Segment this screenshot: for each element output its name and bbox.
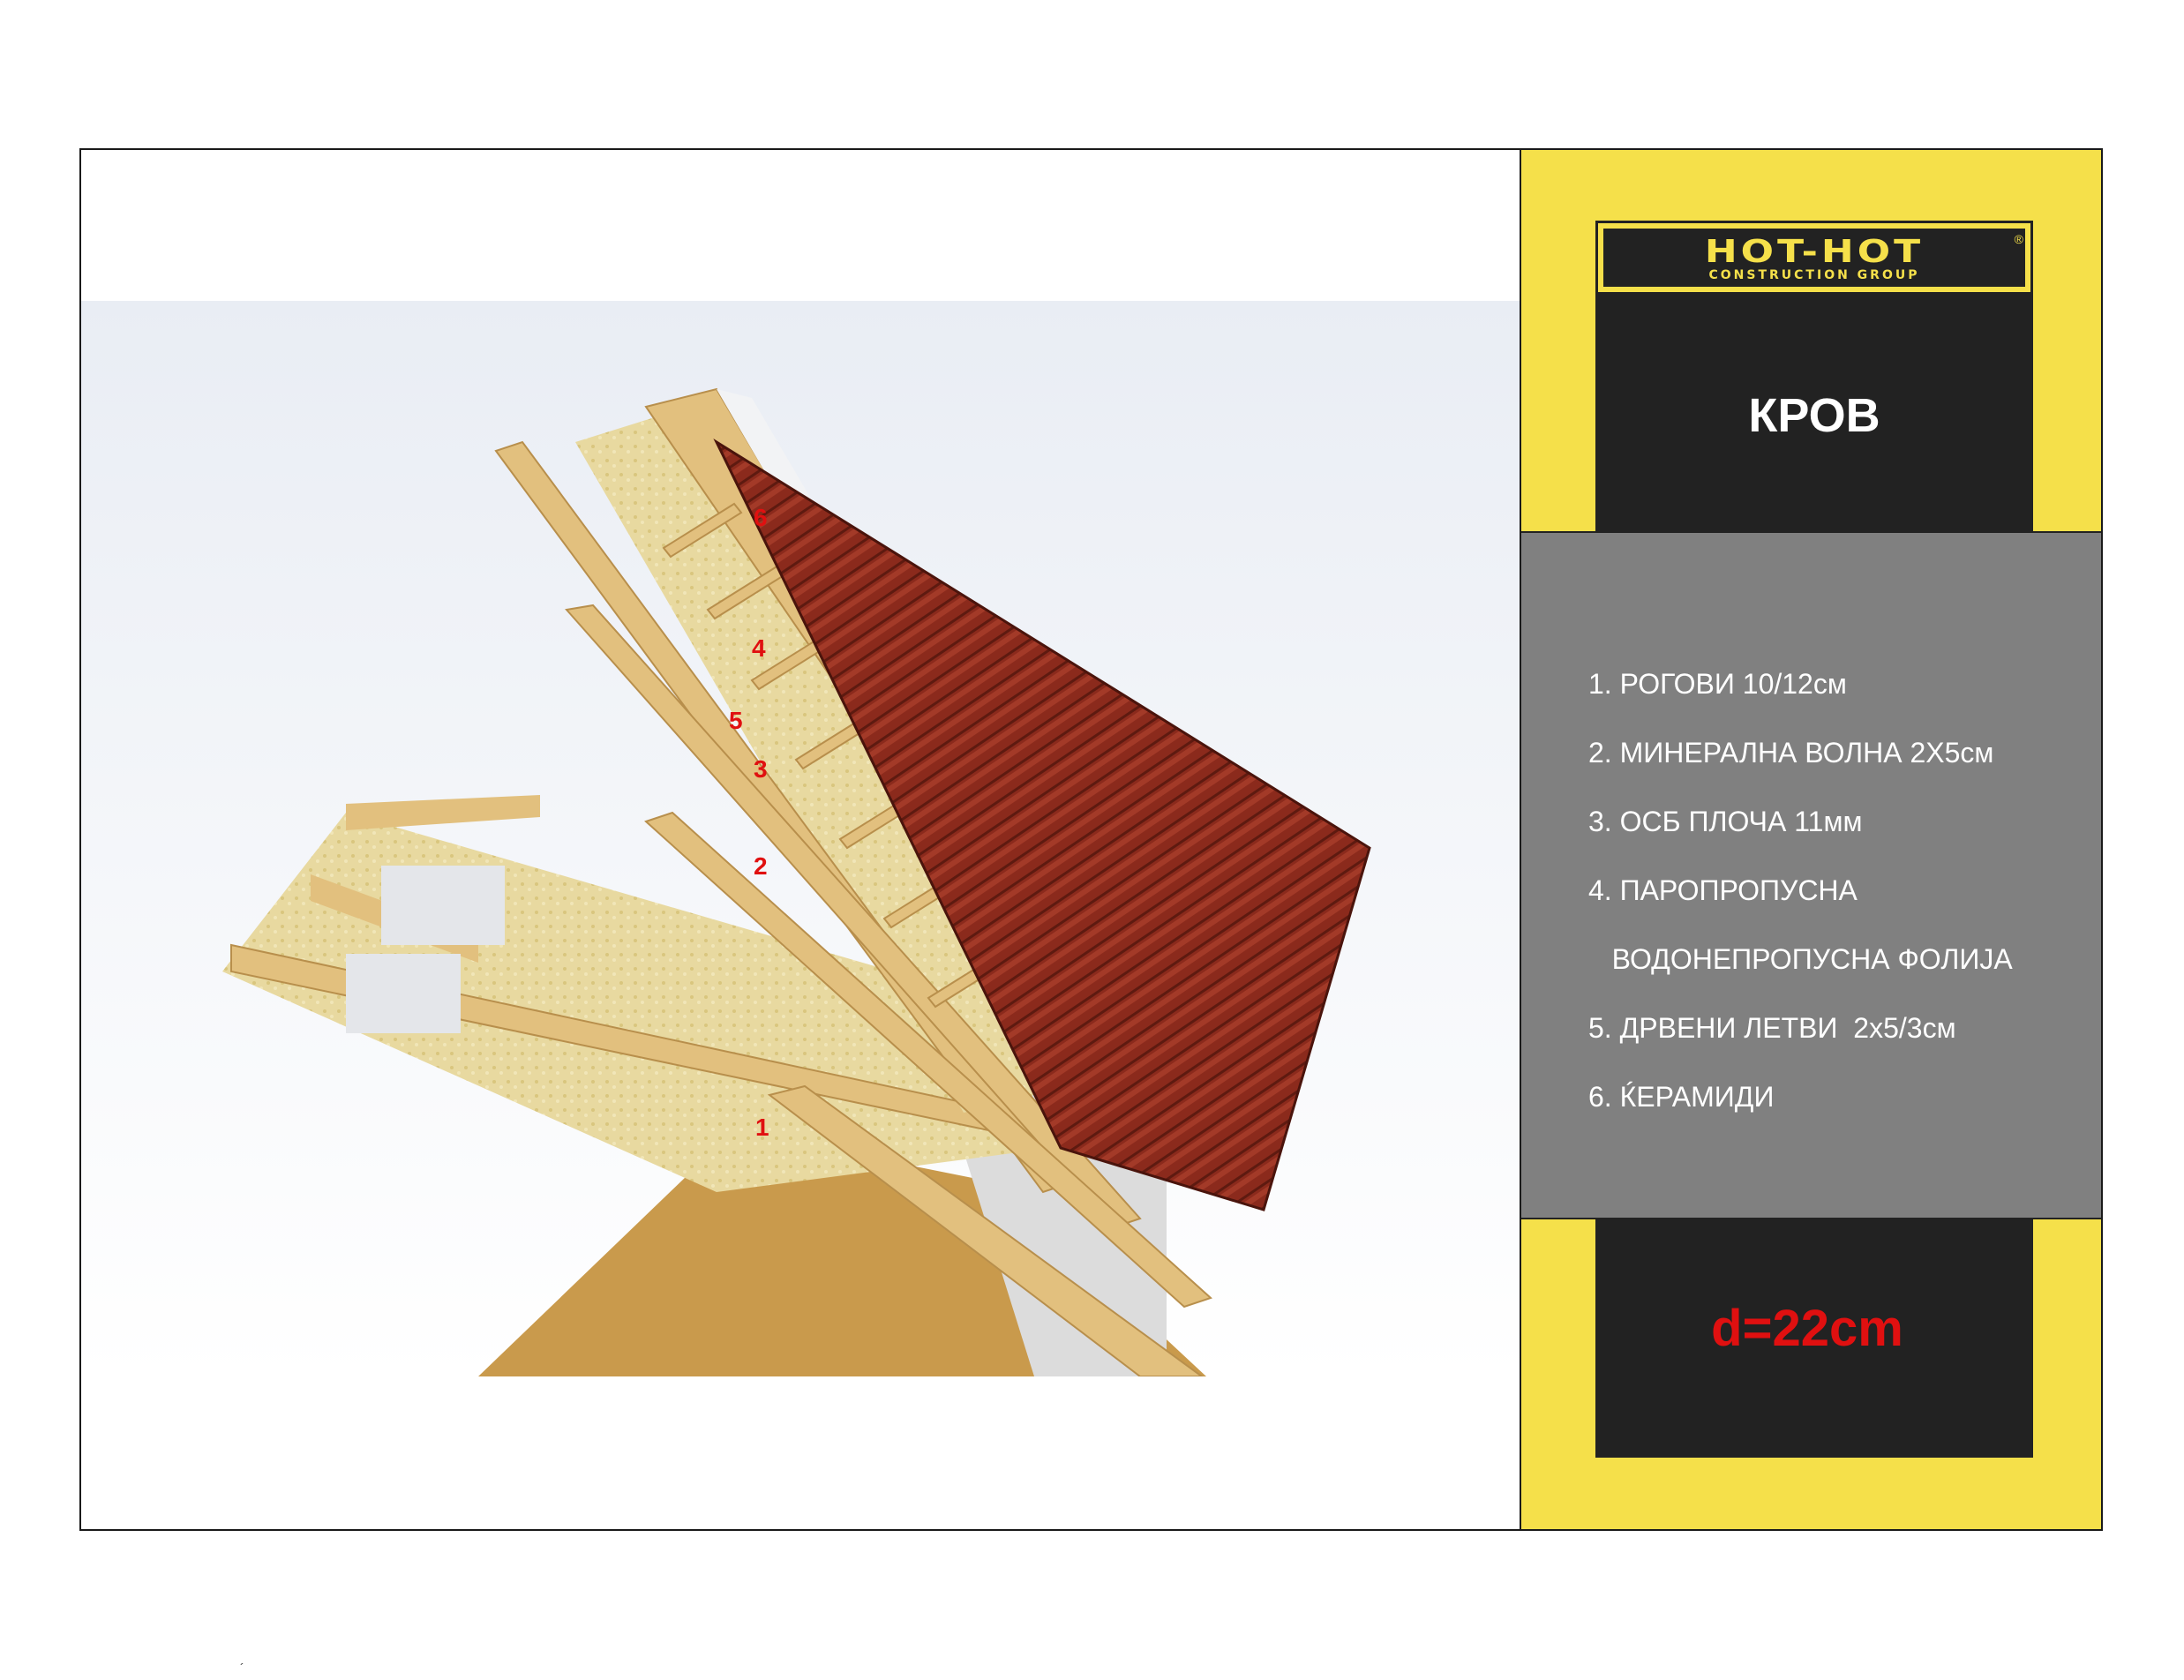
legend-item: 1. РОГОВИ 10/12см <box>1588 668 1847 700</box>
legend-item: ВОДОНЕПРОПУСНА ФОЛИЈА <box>1588 943 2013 975</box>
thickness-value: d=22cm <box>1711 1300 1903 1357</box>
thickness-box: d=22cm <box>1595 1219 2033 1460</box>
logo-subtitle: CONSTRUCTION GROUP <box>1708 268 1920 282</box>
info-panel: HOT-HOT CONSTRUCTION GROUP ® КРОВ 1. РОГ… <box>1521 150 2101 1529</box>
logo-brand: HOT-HOT <box>1704 234 1925 270</box>
registered-mark: ® <box>2014 232 2023 246</box>
layer-legend: 1. РОГОВИ 10/12см 2. МИНЕРАЛНА ВОЛНА 2Х5… <box>1588 664 2013 1145</box>
header-band: HOT-HOT CONSTRUCTION GROUP ® КРОВ <box>1521 150 2101 531</box>
legend-item: 5. ДРВЕНИ ЛЕТВИ 2х5/3см <box>1588 1012 1956 1044</box>
footer-band: d=22cm <box>1521 1219 2101 1529</box>
legend-panel: 1. РОГОВИ 10/12см 2. МИНЕРАЛНА ВОЛНА 2Х5… <box>1521 531 2101 1219</box>
layer-number-4: 4 <box>752 634 766 662</box>
legend-item: 6. ЌЕРАМИДИ <box>1588 1081 1775 1113</box>
layer-number-5: 5 <box>729 707 743 734</box>
layer-number-6: 6 <box>754 504 768 531</box>
panel-divider <box>1520 148 1521 1531</box>
company-logo: HOT-HOT CONSTRUCTION GROUP ® <box>1595 221 2033 295</box>
legend-item: 2. МИНЕРАЛНА ВОЛНА 2Х5см <box>1588 737 1994 769</box>
roof-section-illustration: 6 4 5 3 2 1 <box>81 301 1521 1376</box>
layer-number-2: 2 <box>754 852 768 880</box>
legend-item: 4. ПАРОПРОПУСНА <box>1588 874 1858 906</box>
page-title: КРОВ <box>1748 389 1880 442</box>
footer-mark: ´ <box>240 1661 244 1675</box>
layer-number-3: 3 <box>754 755 768 783</box>
legend-item: 3. ОСБ ПЛОЧА 11мм <box>1588 806 1863 837</box>
layer-number-1: 1 <box>755 1114 769 1141</box>
